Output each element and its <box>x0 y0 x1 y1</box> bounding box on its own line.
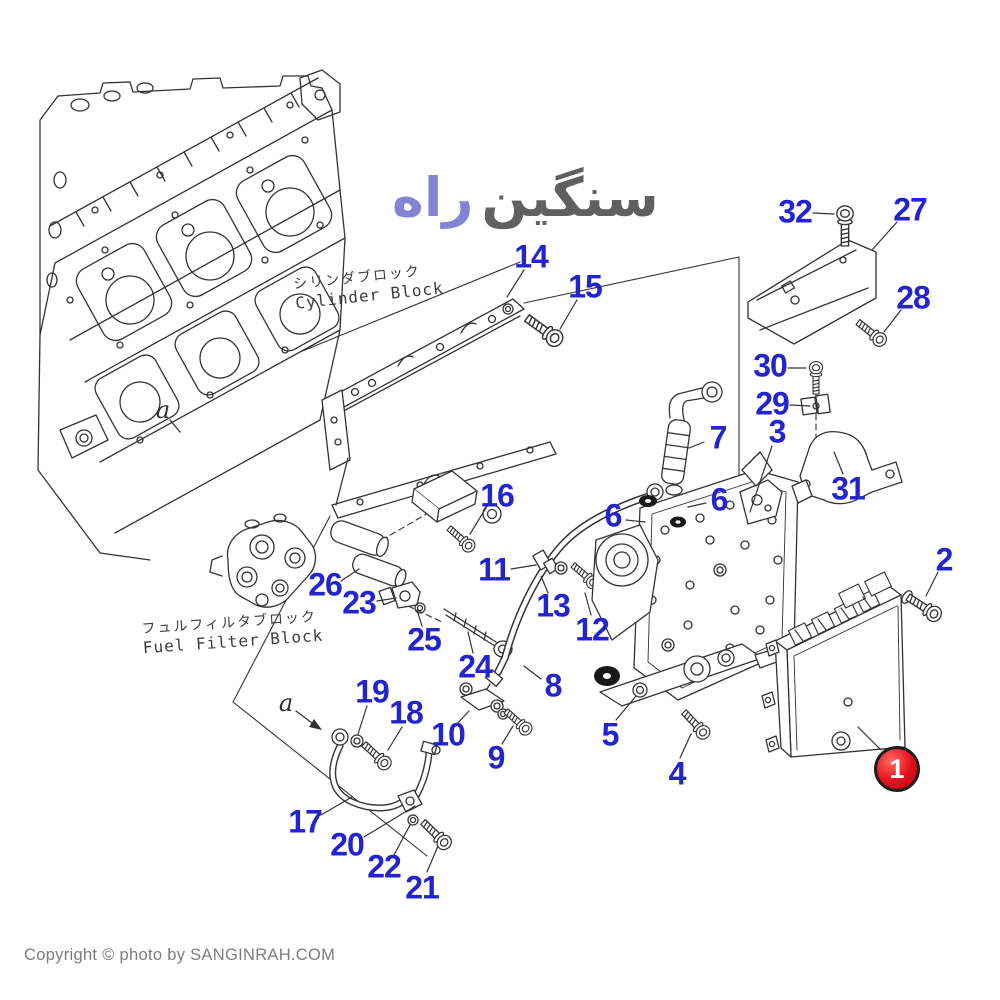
bracket-drawing <box>791 360 903 505</box>
leader-lines <box>320 212 939 873</box>
spacer-box-drawing <box>330 470 502 588</box>
fuel-hose-drawing <box>483 483 664 695</box>
cover-plate-drawing <box>747 205 890 350</box>
elbow-fitting-drawing <box>378 581 513 658</box>
engine-block-drawing <box>37 69 346 561</box>
controller-drawing <box>761 571 945 758</box>
fuel-filter-block-drawing <box>209 513 317 608</box>
return-hose-drawing <box>295 682 536 854</box>
